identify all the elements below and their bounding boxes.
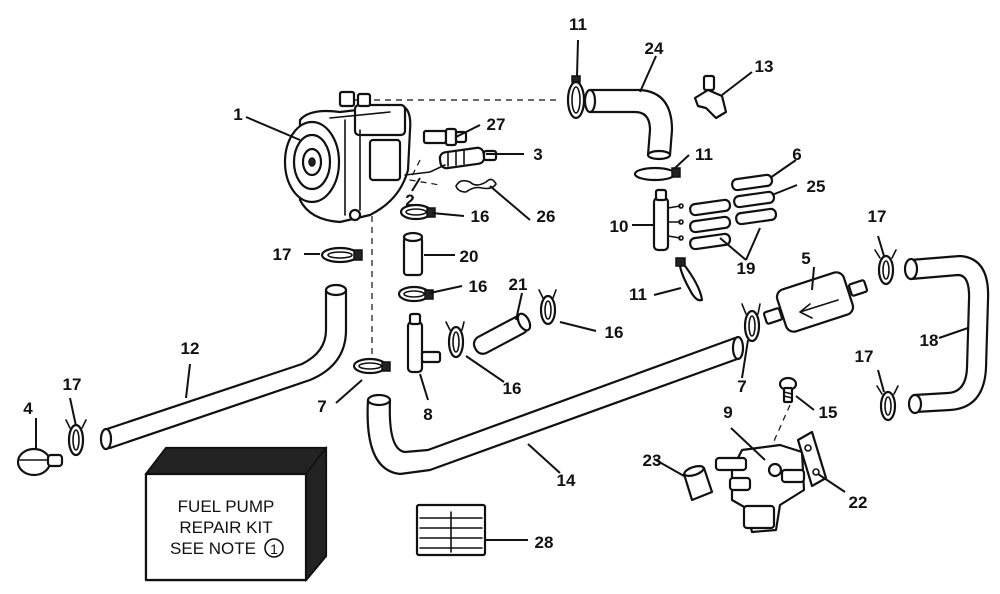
clamp-11-top-part bbox=[566, 75, 586, 120]
clamp-16-lower-part bbox=[445, 321, 465, 359]
hose-12-part bbox=[99, 283, 348, 451]
callout-6: 6 bbox=[792, 145, 801, 164]
callout-11-middle: 11 bbox=[695, 145, 713, 164]
tee-fitting-8-part bbox=[406, 312, 442, 374]
callout-12: 12 bbox=[181, 339, 200, 358]
kit-note-number: 1 bbox=[270, 541, 278, 557]
note-circle bbox=[264, 538, 284, 558]
callout-22: 22 bbox=[849, 493, 868, 512]
decal-28-part bbox=[415, 503, 487, 557]
kit-line-3: SEE NOTE bbox=[170, 539, 256, 558]
valve-body-9-part bbox=[714, 443, 806, 534]
callout-numbers: 1 2 3 4 5 6 7 7 8 9 10 11 11 11 12 13 14… bbox=[23, 15, 938, 552]
callout-17-right-bottom: 17 bbox=[855, 347, 874, 366]
fitting-4-part bbox=[16, 447, 64, 477]
callout-3: 3 bbox=[533, 145, 542, 164]
clamp-11-lower-part bbox=[675, 257, 704, 302]
callout-10: 10 bbox=[610, 217, 629, 236]
callout-2: 2 bbox=[405, 191, 414, 210]
tube-2-part bbox=[404, 164, 446, 176]
clamp-17-middle-part bbox=[320, 246, 363, 264]
callout-11-top: 11 bbox=[569, 15, 587, 34]
clamp-17-right-bottom-part bbox=[876, 385, 899, 422]
clamp-7-left-part bbox=[352, 357, 391, 375]
callout-21: 21 bbox=[509, 275, 528, 294]
callout-17-right-top: 17 bbox=[868, 207, 887, 226]
spacer-20-part bbox=[402, 231, 424, 277]
callout-23: 23 bbox=[643, 451, 662, 470]
callout-16-upper: 16 bbox=[471, 207, 490, 226]
callout-28: 28 bbox=[535, 533, 554, 552]
callout-8: 8 bbox=[423, 405, 432, 424]
callout-19: 19 bbox=[737, 259, 756, 278]
callout-16-lower: 16 bbox=[503, 379, 522, 398]
callout-5: 5 bbox=[801, 249, 810, 268]
callout-1: 1 bbox=[233, 105, 242, 124]
hose-21-part bbox=[472, 312, 532, 355]
leader-lines bbox=[35, 39, 969, 541]
callout-18: 18 bbox=[920, 331, 939, 350]
callout-26: 26 bbox=[537, 207, 556, 226]
callout-24: 24 bbox=[645, 39, 664, 58]
elbow-hose-24-part bbox=[583, 88, 674, 161]
callout-7-left: 7 bbox=[317, 397, 326, 416]
kit-line-2: REPAIR KIT bbox=[179, 518, 272, 537]
repair-kit-box bbox=[144, 445, 328, 583]
callout-16-mid: 16 bbox=[469, 277, 488, 296]
callout-17-left: 17 bbox=[63, 375, 82, 394]
callout-15: 15 bbox=[819, 403, 838, 422]
kit-line-1: FUEL PUMP bbox=[178, 497, 275, 516]
plug-23-part bbox=[682, 464, 714, 502]
callout-20: 20 bbox=[460, 247, 479, 266]
callout-17-middle: 17 bbox=[273, 245, 292, 264]
clamp-16-upper-part bbox=[399, 203, 436, 221]
callout-7-right: 7 bbox=[737, 377, 746, 396]
callout-27: 27 bbox=[487, 115, 506, 134]
callout-11-lower: 11 bbox=[629, 285, 647, 304]
screw-15-part bbox=[778, 376, 798, 404]
callout-9: 9 bbox=[723, 403, 732, 422]
callout-4: 4 bbox=[23, 399, 33, 418]
small-hoses-group bbox=[689, 173, 778, 251]
fitting-13-part bbox=[693, 74, 728, 120]
callout-25: 25 bbox=[807, 177, 826, 196]
callout-16-right: 16 bbox=[605, 323, 624, 342]
clamp-11-middle-part bbox=[633, 166, 681, 182]
check-valve-3-part bbox=[438, 146, 498, 170]
clamp-17-right-top-part bbox=[874, 249, 897, 286]
alignment-dashed-lines bbox=[352, 99, 791, 451]
fuel-pump-part bbox=[283, 90, 412, 224]
manifold-10-part bbox=[652, 188, 684, 252]
long-hose-14-part bbox=[366, 335, 745, 476]
fitting-27-part bbox=[422, 127, 468, 147]
fuel-filter-5-part bbox=[762, 271, 869, 333]
gasket-22-part bbox=[796, 430, 828, 488]
callout-14: 14 bbox=[557, 471, 576, 490]
clamp-16-mid-part bbox=[397, 285, 434, 303]
callout-13: 13 bbox=[755, 57, 774, 76]
clamp-7-right-part bbox=[741, 303, 761, 343]
u-hose-18-part bbox=[903, 254, 990, 415]
clamp-16-right-part bbox=[538, 289, 557, 326]
clip-26-part bbox=[455, 178, 497, 193]
